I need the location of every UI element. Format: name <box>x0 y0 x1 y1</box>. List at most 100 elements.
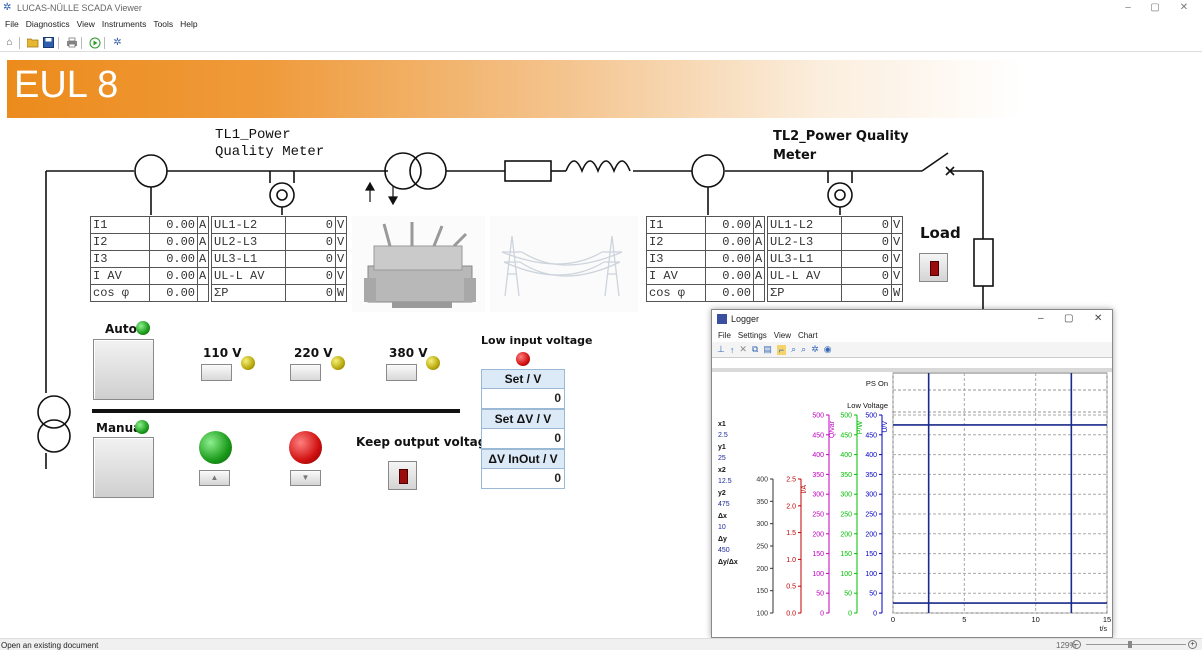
run-icon[interactable] <box>88 36 101 49</box>
quantity-unit: A <box>197 250 209 268</box>
quantity-unit <box>197 284 209 302</box>
quantity-name: UL-L AV <box>767 267 842 285</box>
y-tick-label: 350 <box>865 472 877 479</box>
y-tick-label: 300 <box>865 492 877 499</box>
y-axis-unit-label: U/V <box>882 421 889 433</box>
zoom-slider-track[interactable] <box>1086 644 1186 645</box>
zoom-out-icon[interactable]: ⌕ <box>801 344 807 354</box>
delete-icon[interactable]: ✕ <box>739 344 747 354</box>
380v-indicator-led <box>426 356 440 370</box>
logger-menu-file[interactable]: File <box>718 330 731 340</box>
quantity-value: 0.00 <box>705 284 754 302</box>
logger-close-button[interactable]: ✕ <box>1094 313 1103 324</box>
x-tick-label: 0 <box>891 615 895 624</box>
quantity-name: ΣP <box>767 284 842 302</box>
save-icon[interactable] <box>42 36 55 49</box>
copy-icon[interactable]: ⧉ <box>751 344 759 354</box>
raise-voltage-button[interactable]: ▲ <box>199 470 230 486</box>
auto-button[interactable] <box>93 339 154 400</box>
y-tick-label: 100 <box>756 611 768 618</box>
logger-title-bar: Logger – ▢ ✕ <box>712 310 1112 328</box>
title-banner: EUL 8 <box>7 60 1022 118</box>
menu-view[interactable]: View <box>76 19 95 29</box>
settings-icon[interactable]: ✲ <box>113 36 122 48</box>
set-delta-voltage-input[interactable]: 0 <box>482 429 564 448</box>
220v-button[interactable] <box>290 364 321 381</box>
quantity-unit: A <box>197 267 209 285</box>
quantity-unit: A <box>197 216 209 234</box>
cursor-readout-label: Δy <box>718 536 727 543</box>
quantity-name: I3 <box>90 250 150 268</box>
menu-instruments[interactable]: Instruments <box>101 19 147 29</box>
menu-tools[interactable]: Tools <box>153 19 174 29</box>
cursor-text-icon[interactable]: ↑ <box>729 344 735 355</box>
y-tick-label: 200 <box>812 531 824 538</box>
menu-help[interactable]: Help <box>180 19 198 29</box>
set-voltage-label: Set / V <box>482 370 564 389</box>
logger-menu-settings[interactable]: Settings <box>737 330 767 340</box>
status-bar: Open an existing document 129% – + <box>0 638 1202 650</box>
open-folder-icon[interactable] <box>26 36 39 49</box>
y-tick-label: 350 <box>840 472 852 479</box>
y-tick-label: 0.0 <box>786 611 796 618</box>
quantity-name: I AV <box>90 267 150 285</box>
quantity-name: ΣP <box>211 284 286 302</box>
toolbar-separator <box>81 36 82 49</box>
cursor-readout-value: 2.5 <box>718 432 728 439</box>
set-voltage-input[interactable]: 0 <box>482 389 564 408</box>
zoom-in-icon[interactable]: ⌕ <box>791 344 797 354</box>
menu-file[interactable]: File <box>5 19 19 29</box>
chart-icon[interactable]: ⌐ <box>776 344 787 355</box>
lower-voltage-button[interactable]: ▼ <box>290 470 321 486</box>
cursor-icon[interactable]: ⊥ <box>717 344 725 354</box>
quantity-name: I2 <box>90 233 150 251</box>
zoom-out-button[interactable]: – <box>1072 640 1081 649</box>
delta-v-inout-value: 0 <box>482 469 564 488</box>
quantity-value: 0.00 <box>149 216 198 234</box>
quantity-unit: V <box>891 233 903 251</box>
print-icon[interactable]: ▤ <box>763 344 772 354</box>
zoom-slider-thumb[interactable] <box>1128 641 1132 648</box>
app-icon: ✲ <box>3 1 12 13</box>
restore-button[interactable]: ▢ <box>1150 2 1160 13</box>
y-tick-label: 200 <box>756 566 768 573</box>
cursor-readout-value: 10 <box>718 524 726 531</box>
quantity-unit: V <box>335 250 347 268</box>
logger-menu-view[interactable]: View <box>773 330 791 340</box>
minimize-button[interactable]: – <box>1125 2 1131 13</box>
keep-output-switch[interactable] <box>388 461 417 490</box>
run-icon[interactable]: ◉ <box>823 344 832 354</box>
quantity-value: 0.00 <box>149 267 198 285</box>
close-button[interactable]: ✕ <box>1179 2 1189 13</box>
110v-button[interactable] <box>201 364 232 381</box>
quantity-name: UL1-L2 <box>211 216 286 234</box>
logger-minimize-button[interactable]: – <box>1038 313 1044 324</box>
y-tick-label: 100 <box>812 571 824 578</box>
delta-v-inout-box: ΔV InOut / V 0 <box>481 449 565 489</box>
quantity-name: I1 <box>646 216 706 234</box>
380v-button[interactable] <box>386 364 417 381</box>
zoom-in-button[interactable]: + <box>1188 640 1197 649</box>
set-voltage-box: Set / V 0 <box>481 369 565 409</box>
meter2-label-line2: Meter <box>773 148 817 163</box>
y-tick-label: 2.5 <box>786 477 796 484</box>
quantity-unit: A <box>197 233 209 251</box>
print-icon[interactable] <box>65 36 78 49</box>
quantity-value: 0 <box>285 284 336 302</box>
logger-maximize-button[interactable]: ▢ <box>1064 313 1074 324</box>
logger-menu-chart[interactable]: Chart <box>798 330 818 340</box>
home-icon[interactable]: ⌂ <box>6 36 13 48</box>
menu-diagnostics[interactable]: Diagnostics <box>25 19 70 29</box>
y-tick-label: 50 <box>816 591 824 598</box>
load-switch[interactable] <box>919 253 948 282</box>
manual-button[interactable] <box>93 437 154 498</box>
settings-icon[interactable]: ✲ <box>811 344 819 354</box>
